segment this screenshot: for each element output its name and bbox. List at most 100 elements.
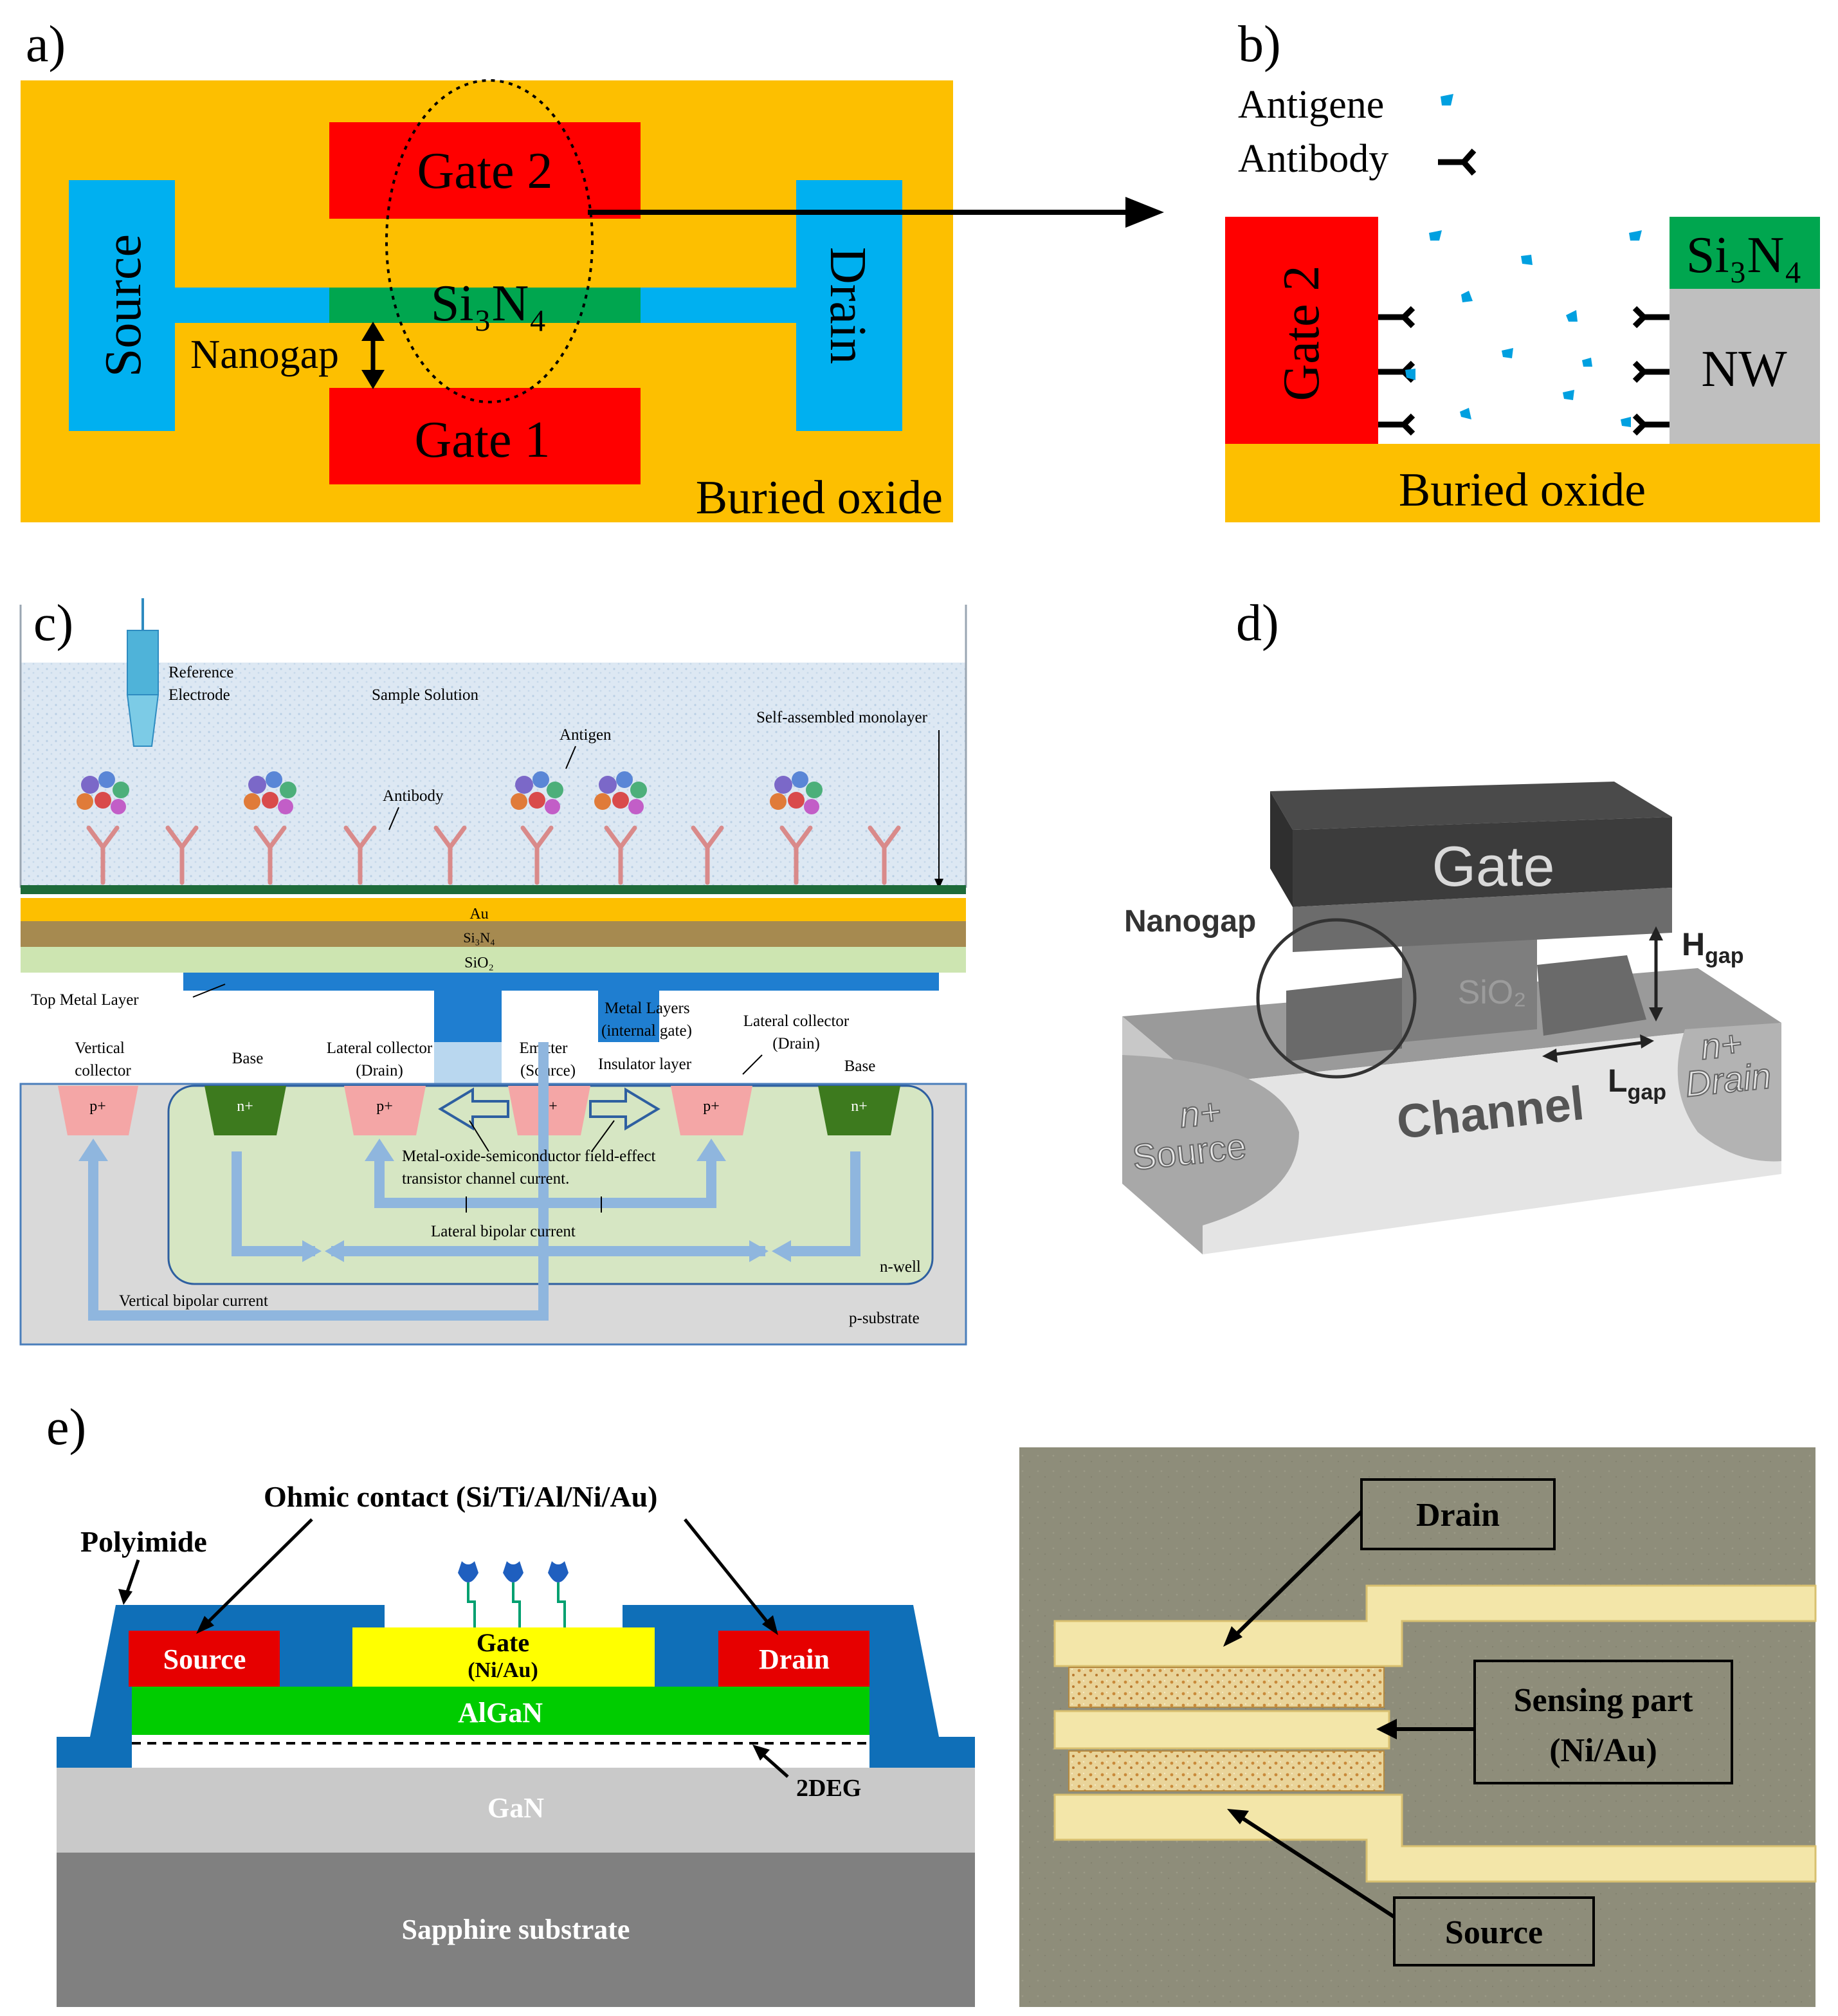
photo-sensing-box [1473, 1660, 1733, 1784]
sapphire-label: Sapphire substrate [402, 1914, 630, 1945]
source-label-e: Source [163, 1644, 246, 1675]
ohmic-pointer-left [201, 1518, 313, 1629]
legend-antibody: Antibody [1238, 137, 1388, 181]
panel-b-label: b) [1238, 16, 1281, 73]
antibodies-c [86, 825, 901, 885]
sensing-strip-top [1068, 1667, 1385, 1708]
si3n4-label-b: Si₃N₄ [1686, 227, 1802, 284]
photo-source-pointer-head [1227, 1809, 1249, 1824]
ohmic-pointer-right [684, 1518, 773, 1629]
sample-solution-region [21, 663, 966, 888]
sam-pointer-head [934, 879, 943, 889]
gate1-label-a: Gate 1 [414, 412, 550, 468]
panel-b: b) Antigene Antibody Gate 2 Si₃N₄ NW Bur… [1225, 16, 1820, 522]
photo-source-box [1393, 1896, 1595, 1966]
panel-e-label: e) [46, 1399, 86, 1456]
lateral-collector-right-pointer [742, 1054, 763, 1075]
vertical-collector-label-1: Vertical [75, 1040, 125, 1057]
sample-solution-label: Sample Solution [372, 686, 478, 704]
n-well-label: n-well [880, 1258, 921, 1276]
h-gap-label: Hgap [1682, 926, 1744, 968]
l-gap-arrow [1549, 1040, 1647, 1057]
buried-oxide-label-a: Buried oxide [696, 472, 943, 524]
au-layer-c [21, 898, 966, 921]
vertical-bipolar-label: Vertical bipolar current [119, 1292, 268, 1310]
panel-c: c) Reference Electrode Sample Solution S… [19, 595, 967, 1346]
algan-label: AlGaN [458, 1697, 543, 1728]
mosfet-label-1: Metal-oxide-semiconductor field-effect [402, 1148, 656, 1165]
mosfet-pointer-left [469, 1120, 489, 1152]
mosfet-pointer-right [591, 1120, 615, 1152]
si3n4-layer-a [329, 288, 641, 323]
legend-antigene: Antigene [1238, 83, 1384, 127]
si3n4-layer-c [21, 921, 966, 947]
sio2-pillar-d [1402, 920, 1537, 1042]
svg-text:n+: n+ [1178, 1090, 1223, 1135]
p-substrate-label: p-substrate [849, 1310, 920, 1327]
antigen-pointer [565, 746, 576, 769]
insulator-label-c: Insulator layer [598, 1056, 692, 1073]
ohmic-pointer-left-head [196, 1616, 214, 1634]
vertical-collector-pplus: p+ [89, 1098, 106, 1115]
gate-via-c [434, 991, 502, 1042]
panel-e: e) Sapphire substrate GaN AlGaN Source D… [46, 1399, 975, 2007]
drain-contact-e [718, 1631, 869, 1687]
drain-pad-a [796, 180, 902, 431]
panel-c-label: c) [33, 595, 73, 652]
buried-oxide-label-b: Buried oxide [1399, 464, 1646, 517]
current-paths-c [88, 1042, 860, 1321]
l-gap-label: Lgap [1608, 1063, 1666, 1104]
reference-electrode-label-1: Reference [168, 664, 233, 681]
reference-electrode-label-2: Electrode [168, 686, 230, 704]
ohmic-label: Ohmic contact (Si/Ti/Al/Ni/Au) [264, 1480, 658, 1513]
sensing-strip-bottom [1068, 1750, 1385, 1791]
gan-label: GaN [487, 1792, 544, 1824]
nanowire-block-b [1670, 289, 1820, 444]
gate-top-d [1270, 782, 1672, 830]
drain-electrode-trace [1053, 1584, 1817, 1667]
vertical-collector-label-2: collector [75, 1062, 131, 1079]
l-gap-arrowhead-left [1542, 1049, 1558, 1063]
gate-label-e-1: Gate [477, 1628, 529, 1657]
vertical-collector-well [58, 1086, 138, 1135]
base-right-well [818, 1086, 900, 1135]
photo-source-pointer [1237, 1813, 1396, 1919]
sapphire-substrate [57, 1853, 975, 2007]
lateral-collector-left-pplus: p+ [376, 1098, 393, 1115]
base-left-nplus: n+ [237, 1098, 253, 1115]
h-gap-arrowhead-top [1649, 926, 1663, 940]
gan-layer [57, 1768, 975, 1853]
photo-source-label: Source [1445, 1914, 1543, 1951]
antibodies-right-b [1632, 306, 1670, 436]
top-metal-pointer [192, 984, 226, 998]
gate-left-d [1270, 791, 1293, 907]
gate-oxide-d [1293, 888, 1672, 952]
channel-substrate-side-d [1203, 1023, 1781, 1254]
mosfet-channel-arrows [438, 1087, 660, 1131]
source-contact-e [129, 1631, 280, 1687]
gate-label-d: Gate [1432, 834, 1555, 898]
svg-text:n+: n+ [1698, 1023, 1743, 1067]
photo-sensing-pointer-head [1376, 1719, 1397, 1739]
spacer-left-d [1286, 978, 1402, 1061]
sio2-label-c: SiO₂ [464, 955, 494, 971]
legend-antigene-icon [1441, 94, 1453, 105]
base-left-well [205, 1086, 286, 1135]
nanogap-arrowhead-bottom-a [361, 370, 385, 389]
current-arrowheads-c [78, 1139, 791, 1262]
lateral-collector-right-label-1: Lateral collector [743, 1013, 850, 1030]
top-metal-layer-c [183, 973, 939, 991]
insulator-block-c [434, 1042, 502, 1084]
gate2-block-b [1225, 217, 1378, 444]
antigens-b [1405, 230, 1642, 427]
panel-d: d) Gate SiO₂ Nanogap Hgap Lgap Channel n… [1122, 595, 1781, 1254]
sam-layer-c [21, 885, 966, 894]
base-right-label: Base [844, 1058, 876, 1075]
lateral-collector-left-label-1: Lateral collector [327, 1040, 433, 1057]
drain-region-d [1677, 1023, 1781, 1162]
legend-antibody-icon [1438, 149, 1477, 176]
gate-contact-e [352, 1627, 655, 1687]
mosfet-label-2: transistor channel current. [402, 1170, 569, 1187]
si3n4-label-a: Si₃N₄ [431, 275, 547, 332]
